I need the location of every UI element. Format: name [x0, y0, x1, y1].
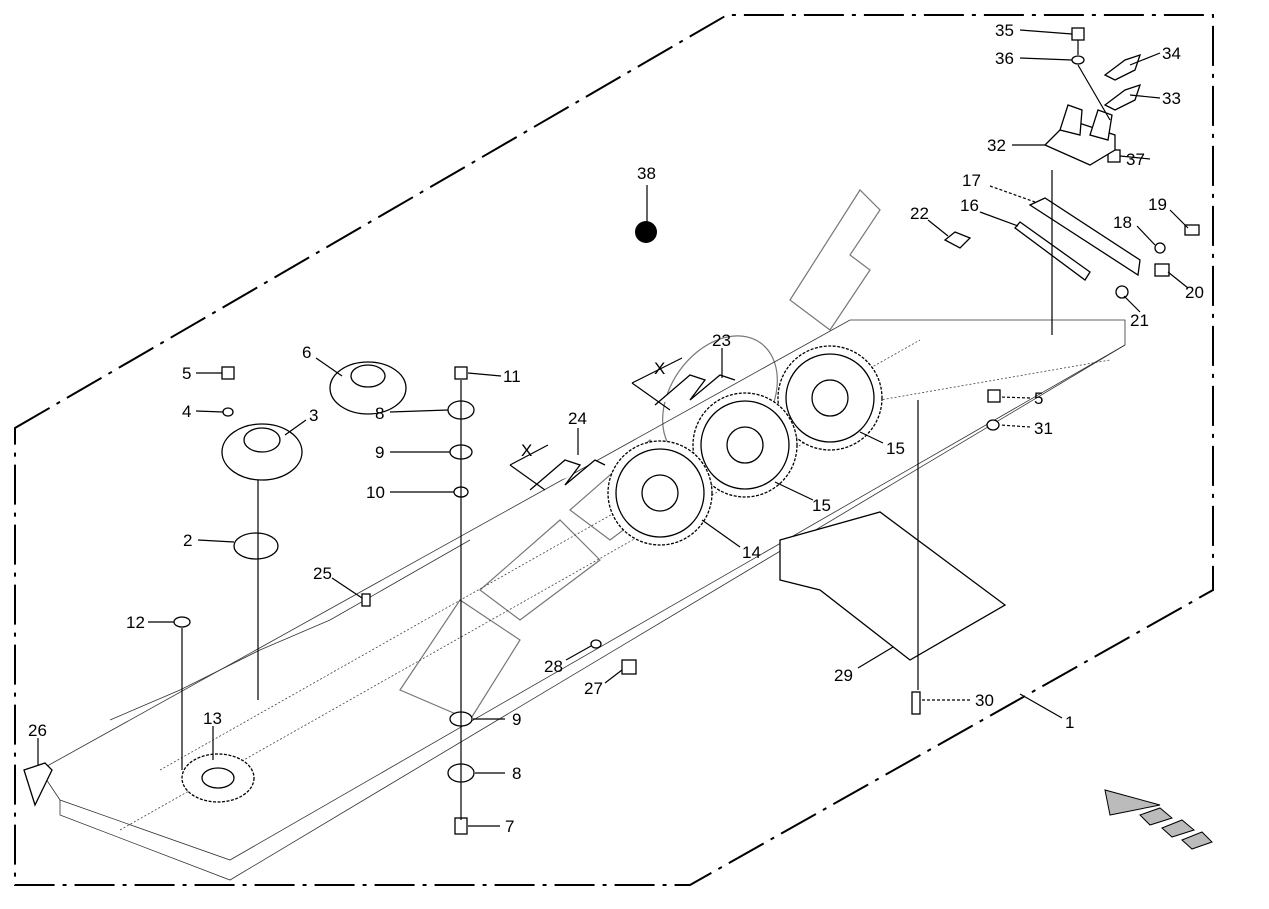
callout-2: 2	[183, 531, 192, 550]
callout-9: 9	[375, 443, 384, 462]
callout-3: 3	[309, 406, 318, 425]
callout-36: 36	[995, 49, 1014, 68]
callout-1: 1	[1065, 713, 1074, 732]
callout-15-upper: 15	[886, 439, 905, 458]
callout-26: 26	[28, 721, 47, 740]
callout-11: 11	[503, 367, 521, 386]
callout-16: 16	[960, 196, 979, 215]
dimension-x-lower: X	[521, 441, 532, 460]
callout-24: 24	[568, 409, 587, 428]
gear-13	[181, 753, 255, 803]
callout-21: 21	[1130, 311, 1149, 330]
callout-25: 25	[313, 564, 332, 583]
guide-strips	[1014, 197, 1141, 281]
callout-18: 18	[1113, 213, 1132, 232]
callout-5: 5	[182, 364, 191, 383]
callout-9-lower: 9	[512, 710, 521, 729]
direction-arrow-icon	[1104, 789, 1213, 850]
callout-38: 38	[637, 164, 656, 183]
callout-6: 6	[302, 343, 311, 362]
assembly-boundary	[14, 14, 1214, 886]
callout-22: 22	[910, 204, 929, 223]
gear-15-upper	[777, 345, 883, 451]
callout-35: 35	[995, 21, 1014, 40]
clip-22	[943, 231, 972, 249]
dimension-x-upper: X	[654, 359, 665, 378]
callout-33: 33	[1162, 89, 1181, 108]
gear-14	[607, 440, 713, 546]
bearing-housing-6	[329, 361, 407, 415]
callout-12: 12	[126, 613, 145, 632]
callout-10: 10	[366, 483, 385, 502]
mounting-bracket	[1043, 53, 1142, 166]
callout-17: 17	[962, 171, 981, 190]
callout-14: 14	[742, 543, 761, 562]
callout-29: 29	[834, 666, 853, 685]
callout-28: 28	[544, 657, 563, 676]
callout-8: 8	[375, 404, 384, 423]
small-parts	[23, 27, 1200, 835]
assembly-lines	[181, 40, 1111, 820]
callout-27: 27	[584, 679, 603, 698]
spring-clips	[509, 357, 736, 491]
callout-31: 31	[1034, 419, 1053, 438]
leader-lines	[37, 29, 1189, 827]
callout-37: 37	[1126, 150, 1145, 169]
callout-13: 13	[203, 709, 222, 728]
bearing-housing-3	[221, 423, 303, 481]
callout-5-right: 5	[1034, 389, 1043, 408]
callout-20: 20	[1185, 283, 1204, 302]
callout-15-lower: 15	[812, 496, 831, 515]
cover-plate-29	[779, 511, 1007, 661]
gear-15-lower	[692, 392, 798, 498]
callout-23: 23	[712, 331, 731, 350]
callout-32: 32	[987, 136, 1006, 155]
callout-34: 34	[1162, 44, 1181, 63]
callout-19: 19	[1148, 195, 1167, 214]
callout-8-lower: 8	[512, 764, 521, 783]
callout-30: 30	[975, 691, 994, 710]
callout-4: 4	[182, 402, 191, 421]
callout-labels: 35 36 34 33 32 37 38 17 16 22 18 19 20 2…	[28, 21, 1204, 836]
callout-7: 7	[505, 817, 514, 836]
